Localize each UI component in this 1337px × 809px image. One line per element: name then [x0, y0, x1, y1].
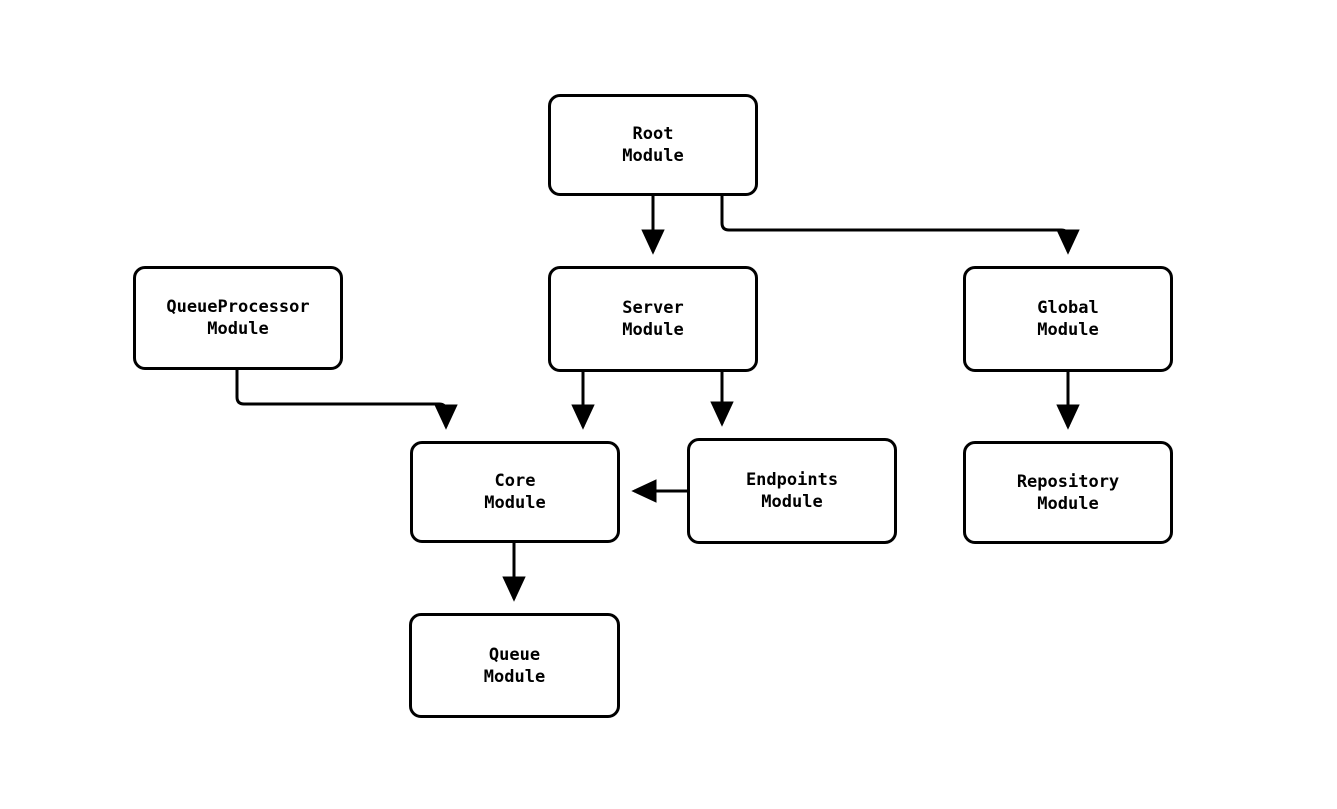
node-core-module[interactable]: Core Module: [410, 441, 620, 543]
node-core-module-label: Core Module: [484, 471, 546, 513]
node-endpoints-module[interactable]: Endpoints Module: [687, 438, 897, 544]
node-root-module-label: Root Module: [622, 124, 684, 166]
node-root-module[interactable]: Root Module: [548, 94, 758, 196]
node-queue-module[interactable]: Queue Module: [409, 613, 620, 718]
node-server-module[interactable]: Server Module: [548, 266, 758, 372]
node-repository-module-label: Repository Module: [1016, 471, 1120, 514]
node-repository-module[interactable]: Repository Module: [963, 441, 1173, 544]
node-global-module[interactable]: Global Module: [963, 266, 1173, 372]
node-queue-module-label: Queue Module: [483, 644, 546, 687]
node-server-module-label: Server Module: [622, 298, 684, 340]
node-global-module-label: Global Module: [1037, 298, 1099, 340]
node-endpoints-module-label: Endpoints Module: [745, 470, 839, 512]
edge-root-to-global: [720, 196, 1080, 255]
node-queueprocessor-module-label: QueueProcessor Module: [166, 297, 310, 339]
edge-queueprocessor-to-core: [235, 370, 458, 430]
node-queueprocessor-module[interactable]: QueueProcessor Module: [133, 266, 343, 370]
